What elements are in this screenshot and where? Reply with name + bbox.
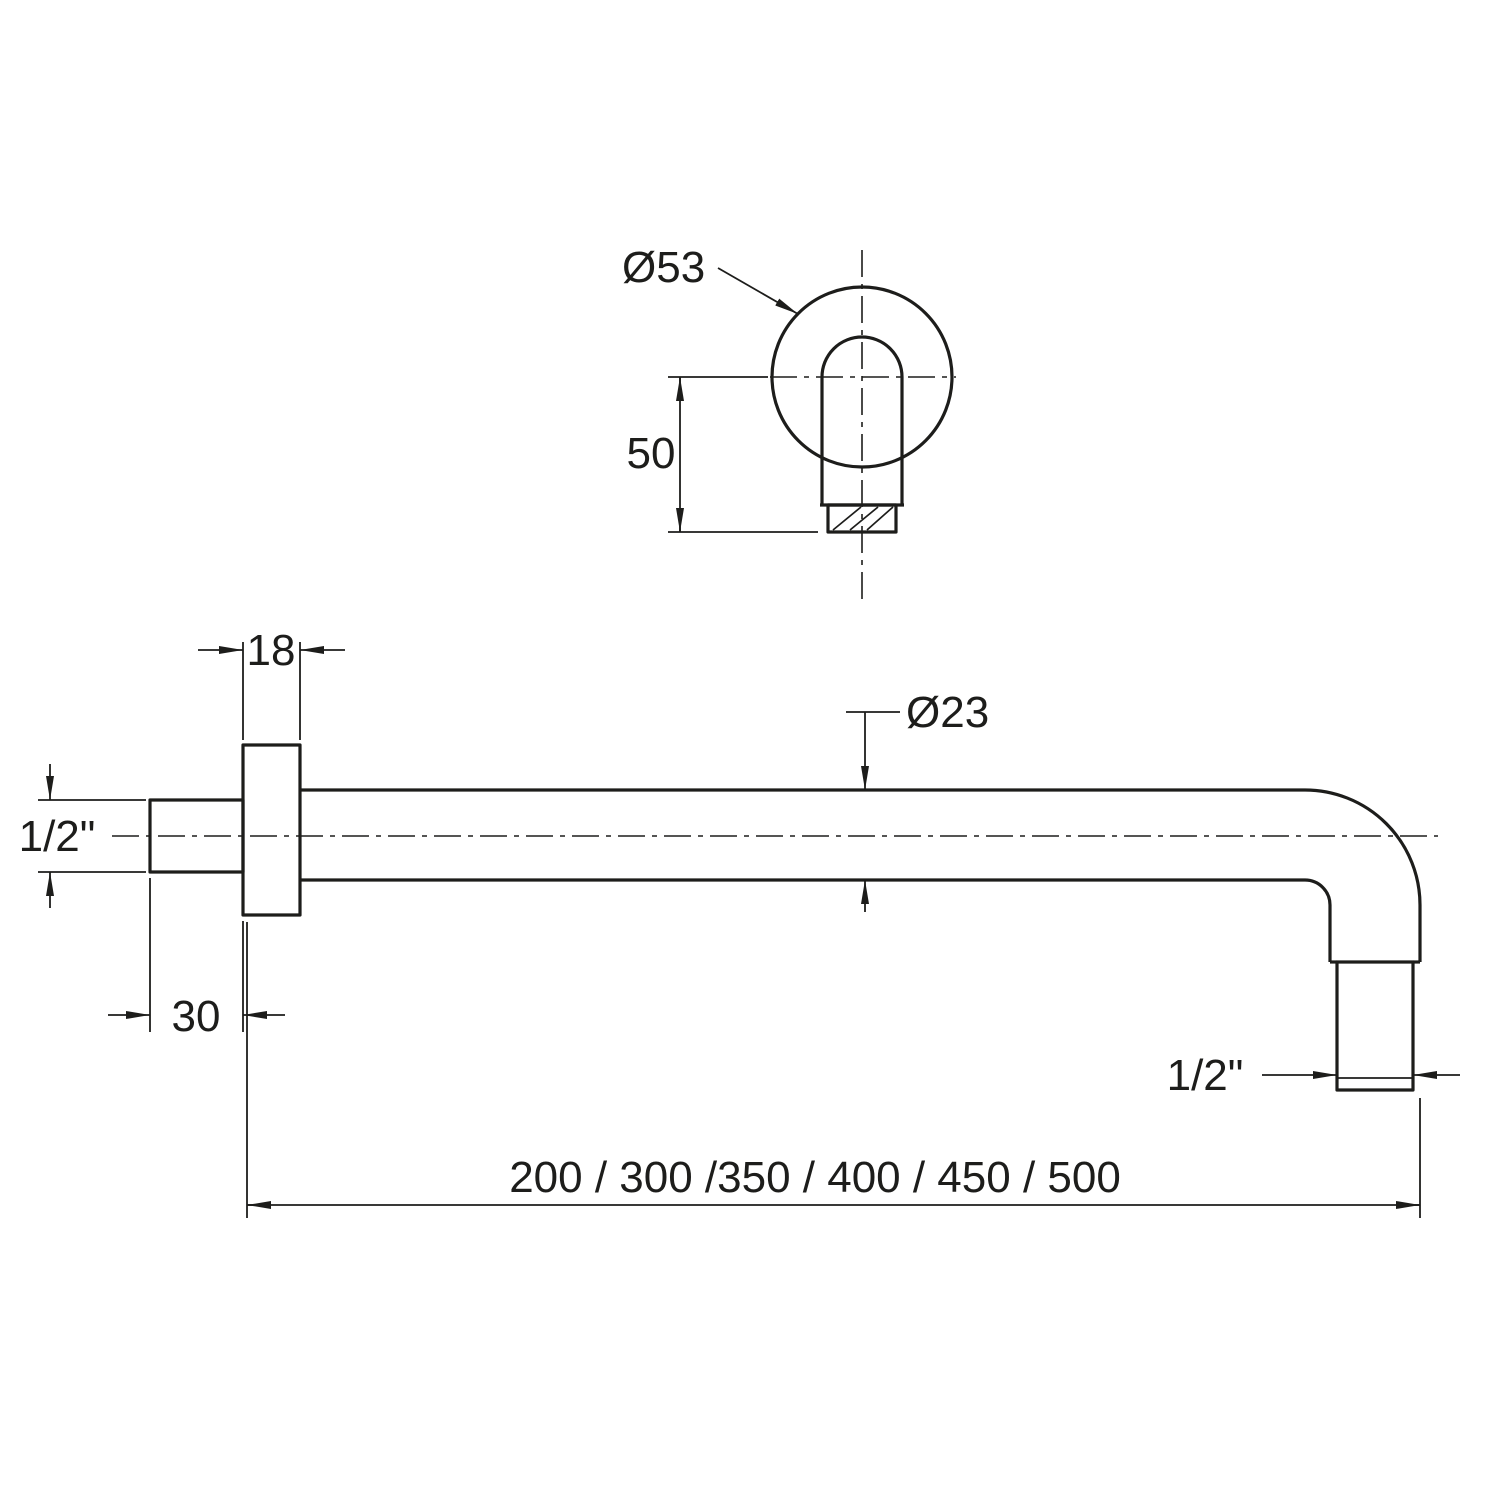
arm-arch-outline [820, 335, 904, 505]
center-to-end-label: 50 [627, 429, 676, 478]
elbow-outer-edge [1304, 788, 1422, 962]
flange-circle [770, 285, 954, 469]
side-view-arm: 18 Ø23 1/2" 30 1/2" 200 / 300 /350 / 400… [14, 621, 1460, 1218]
flange-diameter-leader [717, 267, 799, 315]
inlet-thread-label: 1/2" [19, 812, 96, 861]
flange-diameter-label: Ø53 [622, 243, 705, 292]
flange-width-label: 18 [247, 626, 296, 675]
inlet-thread-end [826, 503, 898, 534]
arm-diameter-label: Ø23 [906, 688, 989, 737]
thread-hatch [866, 506, 894, 531]
elbow-inner-edge [1304, 878, 1332, 962]
thread-hatch [832, 506, 862, 531]
outlet-thread [1335, 960, 1415, 1092]
outlet-thread-label: 1/2" [1167, 1051, 1244, 1100]
front-view-flange: Ø53 50 [617, 238, 956, 600]
thread-hatch [849, 506, 879, 531]
wall-flange [241, 743, 302, 917]
wall-depth-label: 30 [172, 992, 221, 1041]
arm-lengths-label: 200 / 300 /350 / 400 / 450 / 500 [509, 1153, 1121, 1202]
